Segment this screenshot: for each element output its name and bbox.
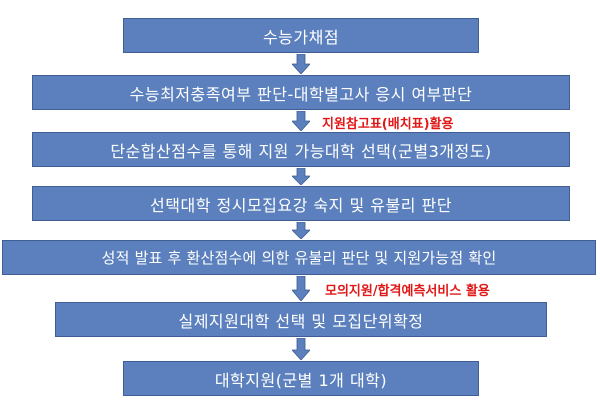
- step-4-label: 선택대학 정시모집요강 숙지 및 유불리 판단: [150, 195, 452, 215]
- step-2-label: 수능최저충족여부 판단-대학별고사 응시 여부판단: [129, 84, 473, 104]
- step-2-box: 수능최저충족여부 판단-대학별고사 응시 여부판단: [32, 75, 570, 110]
- step-7-label: 대학지원(군별 1개 대학): [214, 370, 388, 390]
- step-7-box: 대학지원(군별 1개 대학): [123, 361, 479, 396]
- step-6-box: 실제지원대학 선택 및 모집단위확정: [55, 302, 547, 337]
- step-5-label: 성적 발표 후 환산점수에 의한 유불리 판단 및 지원가능점 확인: [101, 249, 497, 267]
- step-3-label: 단순합산점수를 통해 지원 가능대학 선택(군별3개정도): [110, 141, 492, 161]
- down-arrow-icon: [292, 54, 310, 74]
- step-4-box: 선택대학 정시모집요강 숙지 및 유불리 판단: [32, 186, 570, 221]
- down-arrow-icon: [292, 338, 310, 360]
- down-arrow-icon: [292, 276, 310, 301]
- down-arrow-icon: [292, 111, 310, 131]
- step-1-label: 수능가채점: [262, 27, 340, 47]
- step-1-box: 수능가채점: [123, 18, 479, 53]
- down-arrow-icon: [292, 222, 310, 239]
- step-5-box: 성적 발표 후 환산점수에 의한 유불리 판단 및 지원가능점 확인: [2, 240, 596, 275]
- note-mock-application: 모의지원/합격예측서비스 활용: [325, 284, 490, 299]
- step-3-box: 단순합산점수를 통해 지원 가능대학 선택(군별3개정도): [32, 132, 570, 167]
- down-arrow-icon: [292, 168, 310, 185]
- note-placement-table: 지원참고표(배치표)활용: [322, 117, 454, 132]
- step-6-label: 실제지원대학 선택 및 모집단위확정: [178, 311, 424, 331]
